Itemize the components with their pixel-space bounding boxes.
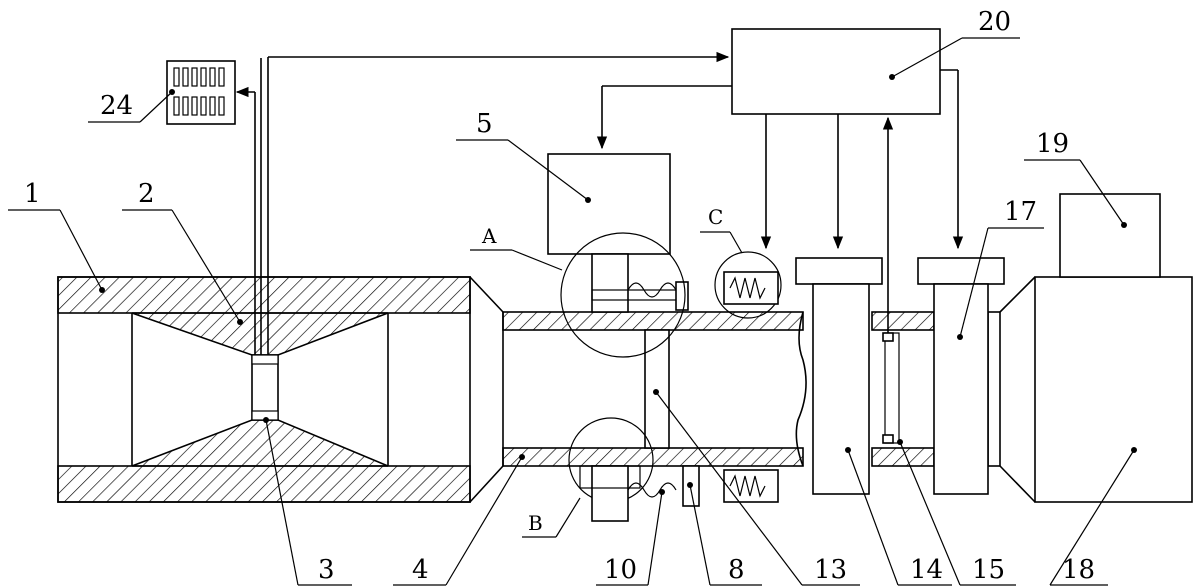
label-15: 15 bbox=[972, 555, 1005, 585]
label-14: 14 bbox=[910, 555, 943, 585]
valve-plate bbox=[644, 329, 670, 449]
valve-17 bbox=[917, 257, 1005, 495]
label-1: 1 bbox=[24, 179, 41, 209]
controller-box bbox=[731, 28, 941, 115]
label-5: 5 bbox=[476, 109, 493, 139]
display-module bbox=[166, 60, 236, 125]
lower-actuator bbox=[579, 465, 700, 522]
label-20: 20 bbox=[978, 7, 1011, 37]
label-C: C bbox=[708, 205, 723, 229]
label-10: 10 bbox=[604, 555, 637, 585]
label-3: 3 bbox=[318, 555, 335, 585]
controller-lines bbox=[596, 69, 964, 333]
label-18: 18 bbox=[1062, 555, 1095, 585]
part-labels: 1 2 3 24 4 5 A B C 10 8 13 14 15 17 18 1… bbox=[24, 7, 1095, 585]
venturi-housing bbox=[57, 276, 504, 503]
signal-lines bbox=[235, 51, 730, 355]
spring-housing-bottom bbox=[723, 469, 779, 503]
motor-box bbox=[1059, 193, 1161, 278]
label-24: 24 bbox=[100, 91, 133, 121]
leader-lines bbox=[8, 37, 1137, 586]
label-2: 2 bbox=[138, 179, 155, 209]
label-B: B bbox=[528, 511, 543, 535]
venturi-cone bbox=[131, 312, 389, 467]
label-13: 13 bbox=[814, 555, 847, 585]
inner-sensor bbox=[882, 332, 900, 444]
label-A: A bbox=[481, 224, 497, 248]
gate-valve-14 bbox=[795, 257, 883, 495]
upper-actuator bbox=[547, 153, 689, 313]
pump-housing bbox=[999, 276, 1193, 503]
label-19: 19 bbox=[1036, 129, 1069, 159]
spring-housing-top bbox=[723, 271, 779, 305]
label-17: 17 bbox=[1004, 197, 1037, 227]
label-4: 4 bbox=[412, 555, 429, 585]
label-8: 8 bbox=[728, 555, 745, 585]
throat-sensor bbox=[251, 354, 279, 421]
main-pipe bbox=[502, 311, 1001, 467]
